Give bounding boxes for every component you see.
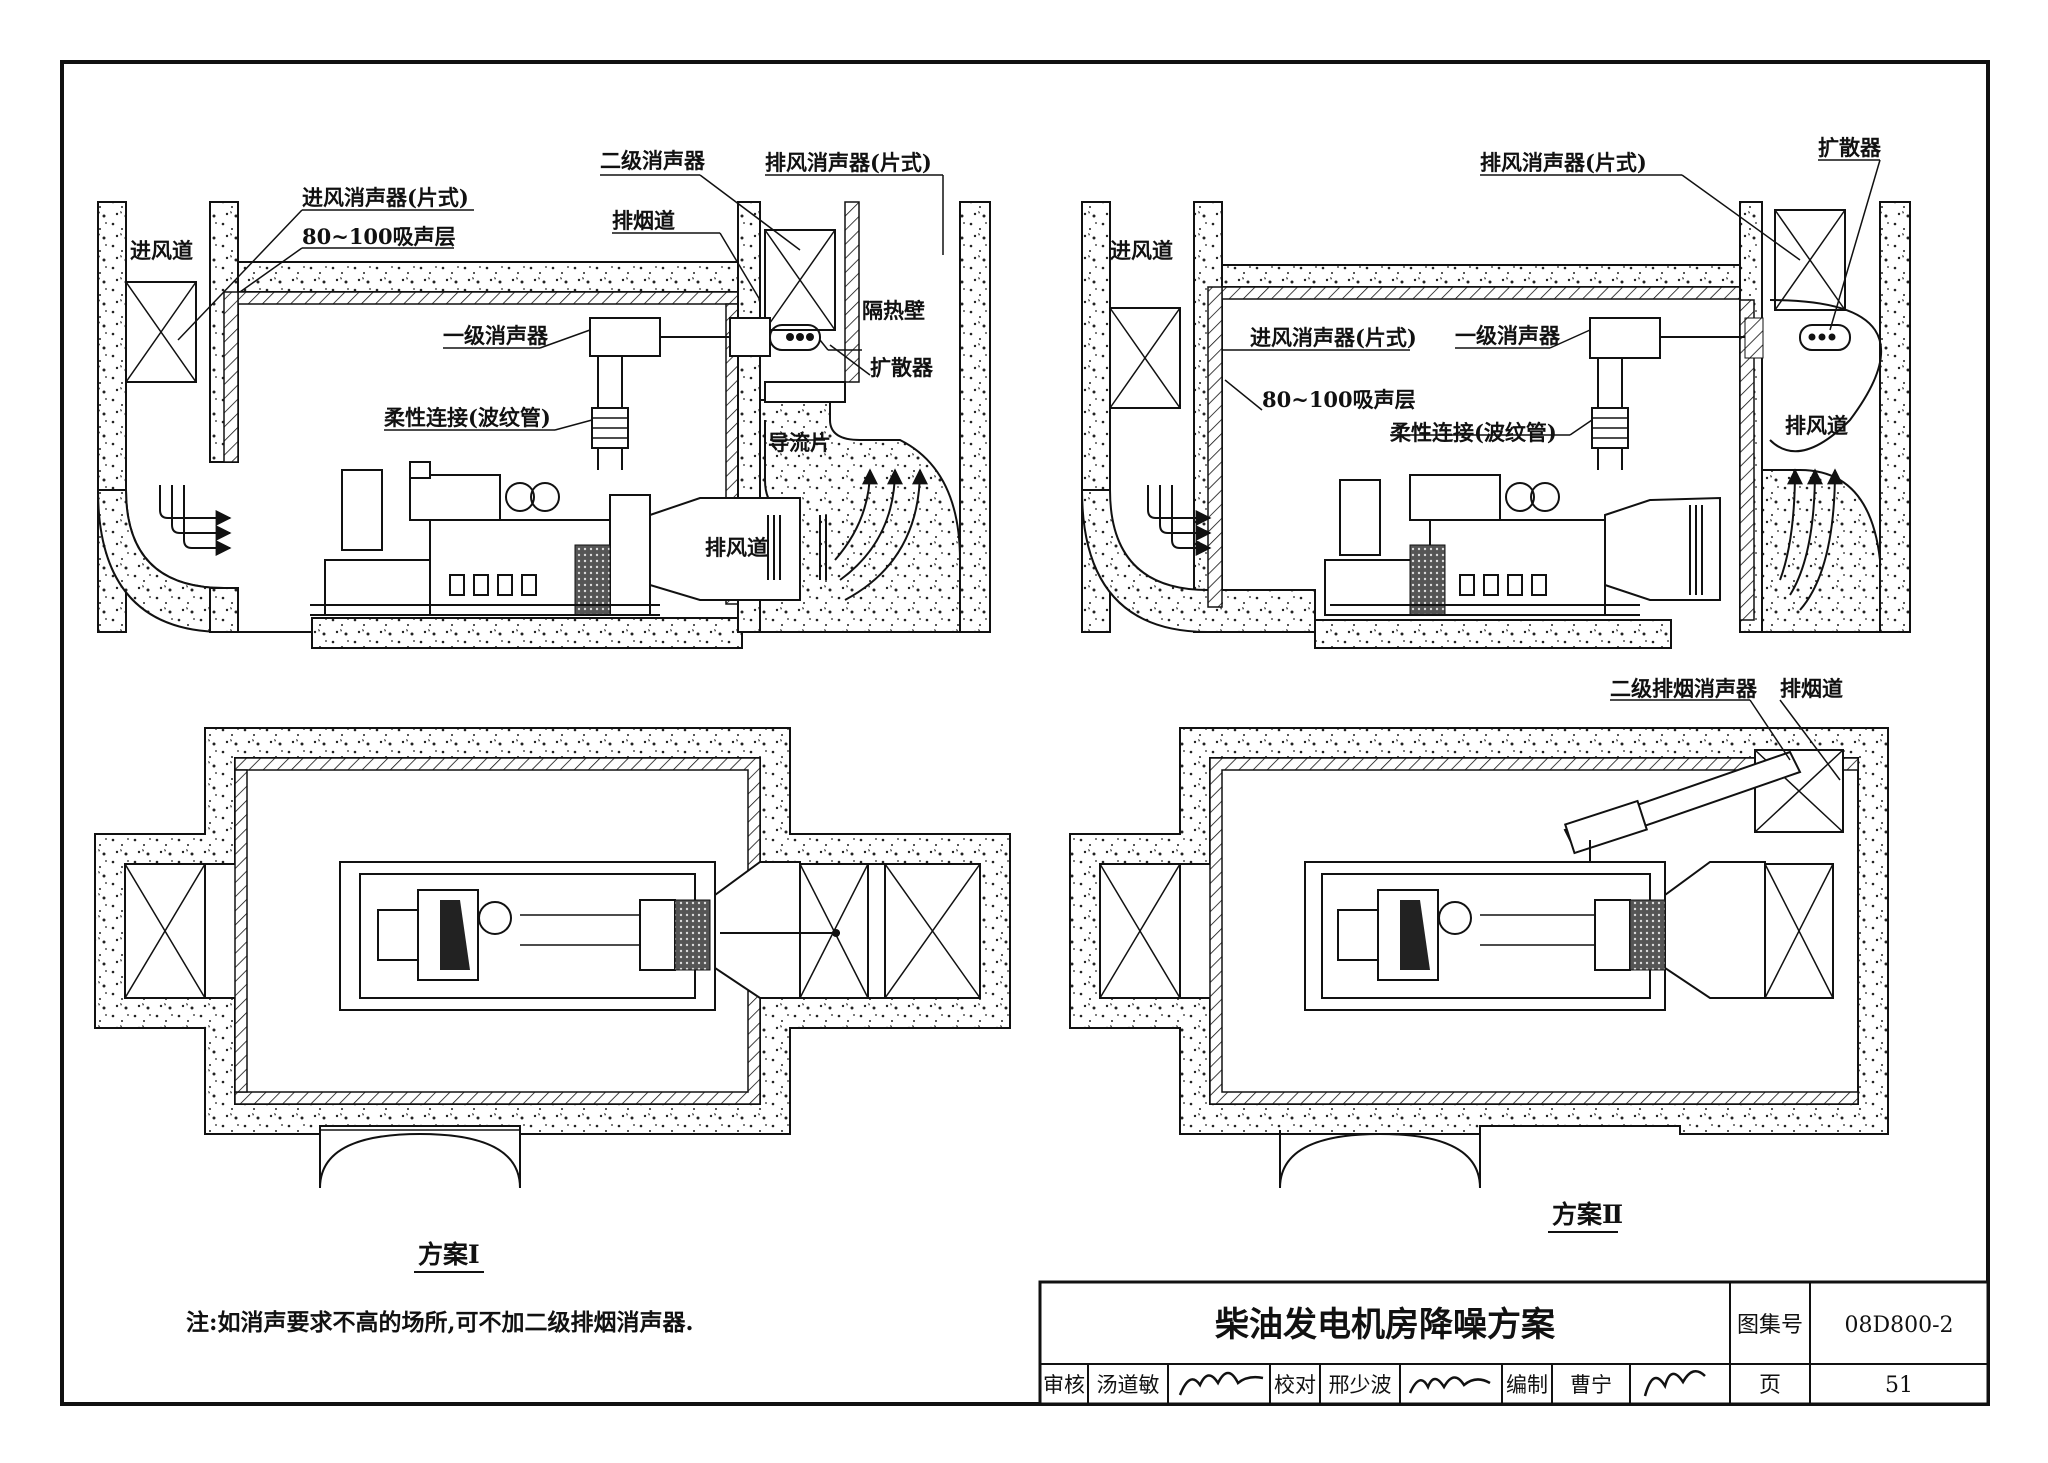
label-intake-silencer-2: 进风消声器(片式) bbox=[1250, 325, 1417, 350]
label-exhaust-air-silencer-1: 排风消声器(片式) bbox=[765, 150, 932, 175]
label-guide-vane: 导流片 bbox=[768, 430, 831, 455]
generator-elevation-2 bbox=[1324, 474, 1640, 616]
page-label: 页 bbox=[1759, 1373, 1781, 1398]
diagram-labels: 进风道 进风消声器(片式) 80~100吸声层 二级消声器 排风消声器(片式) … bbox=[130, 135, 1882, 1336]
reviewer-signature bbox=[1178, 1371, 1264, 1396]
label-absorb-layer-1: 80~100吸声层 bbox=[302, 224, 456, 249]
plan-scheme-2 bbox=[1069, 727, 1889, 1189]
label-flex-joint-2: 柔性连接(波纹管) bbox=[1390, 420, 1557, 445]
scheme-2-caption: 方案Ⅱ bbox=[1552, 1200, 1623, 1229]
label-smoke-duct-2: 排烟道 bbox=[1780, 676, 1843, 701]
sheet-title: 柴油发电机房降噪方案 bbox=[1215, 1305, 1556, 1345]
checker-signature bbox=[1408, 1376, 1491, 1394]
leader-lines bbox=[177, 159, 1881, 781]
atlas-number: 08D800-2 bbox=[1844, 1313, 1953, 1338]
review-label: 审核 bbox=[1043, 1373, 1085, 1397]
section-scheme-2 bbox=[1080, 201, 1911, 649]
label-exhaust-air-silencer-2: 排风消声器(片式) bbox=[1480, 150, 1647, 175]
generator-elevation-1 bbox=[310, 461, 660, 616]
label-primary-silencer-2: 一级消声器 bbox=[1455, 323, 1561, 348]
label-intake-silencer-1: 进风消声器(片式) bbox=[302, 185, 469, 210]
plan-scheme-1 bbox=[94, 727, 1011, 1189]
drawing-note: 注:如消声要求不高的场所,可不加二级排烟消声器. bbox=[186, 1309, 694, 1336]
label-secondary-smoke-silencer: 二级排烟消声器 bbox=[1610, 676, 1758, 701]
sheet-border bbox=[60, 60, 1990, 1406]
label-exhaust-duct-1: 排风道 bbox=[705, 535, 768, 560]
label-absorb-layer-2: 80~100吸声层 bbox=[1262, 387, 1416, 412]
label-diffuser-2: 扩散器 bbox=[1818, 135, 1882, 160]
compile-label: 编制 bbox=[1506, 1373, 1548, 1397]
label-primary-silencer-1: 一级消声器 bbox=[443, 323, 549, 348]
label-intake-duct-1: 进风道 bbox=[130, 238, 193, 263]
title-block: 柴油发电机房降噪方案 图集号 08D800-2 审核 汤道敏 校对 邢少波 编制… bbox=[1038, 1280, 1990, 1406]
label-smoke-duct-1: 排烟道 bbox=[612, 208, 675, 233]
atlas-label: 图集号 bbox=[1737, 1313, 1803, 1338]
label-secondary-silencer: 二级消声器 bbox=[600, 148, 706, 173]
checker-name: 邢少波 bbox=[1329, 1373, 1392, 1397]
reviewer-name: 汤道敏 bbox=[1097, 1373, 1160, 1397]
compiler-signature bbox=[1643, 1369, 1706, 1397]
check-label: 校对 bbox=[1274, 1373, 1316, 1397]
label-exhaust-duct-2: 排风道 bbox=[1785, 413, 1848, 438]
label-flex-joint-1: 柔性连接(波纹管) bbox=[384, 405, 551, 430]
page-number: 51 bbox=[1885, 1373, 1913, 1398]
compiler-name: 曹宁 bbox=[1570, 1373, 1612, 1397]
label-intake-duct-2: 进风道 bbox=[1110, 238, 1173, 263]
scheme-1-caption: 方案Ⅰ bbox=[418, 1240, 480, 1269]
label-heat-wall: 隔热壁 bbox=[862, 298, 925, 323]
label-diffuser-1: 扩散器 bbox=[870, 355, 934, 380]
